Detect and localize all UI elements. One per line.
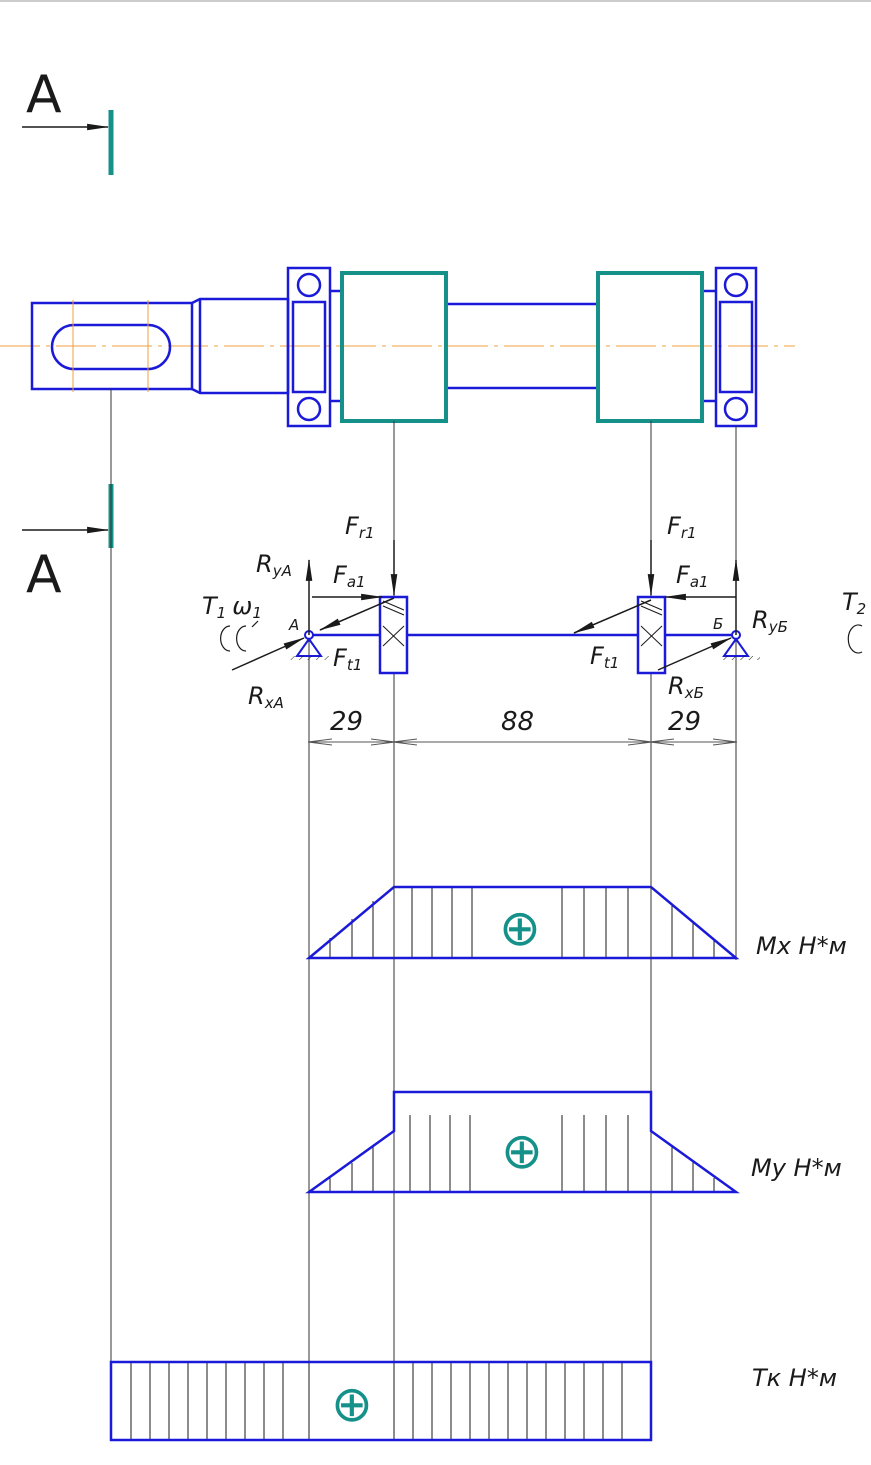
label-ft1-right: Ft1	[590, 642, 619, 672]
tk-sign: ⊕	[331, 1375, 373, 1433]
section-label-bottom: A	[26, 545, 62, 605]
dimension-29-left: 29	[330, 707, 363, 737]
label-fr1-left: Fr1	[345, 512, 375, 542]
gear-right	[596, 271, 704, 423]
keyway-slot	[50, 323, 172, 371]
label-ft1-left: Ft1	[333, 644, 362, 674]
projection-lines	[110, 389, 737, 1362]
my-sign: ⊕	[501, 1122, 543, 1180]
section-marker-bottom: A	[22, 484, 114, 605]
label-ryb: RyБ	[752, 606, 788, 636]
load-scheme	[220, 540, 863, 675]
tk-diagram	[109, 1360, 653, 1442]
section-label-top: A	[26, 65, 62, 125]
label-point-b: Б	[713, 615, 723, 633]
shaft-assembly	[0, 266, 795, 428]
section-marker-top: A	[22, 65, 114, 175]
bearing-left	[286, 266, 332, 428]
dimension-29-right: 29	[668, 707, 701, 737]
mx-sign: ⊕	[499, 899, 541, 957]
label-rxb: RxБ	[668, 672, 704, 702]
bearing-right	[714, 266, 758, 428]
my-diagram	[305, 1090, 740, 1194]
gear-block-left	[378, 595, 409, 675]
label-rya: RyA	[256, 550, 292, 580]
mx-diagram	[305, 885, 740, 960]
label-fa1-right: Fa1	[676, 561, 709, 591]
my-label: My H*м	[751, 1154, 842, 1182]
tk-label: Tк H*м	[752, 1364, 837, 1392]
mx-label: Mx H*м	[756, 932, 847, 960]
label-fa1-left: Fa1	[333, 561, 366, 591]
shaft-input-end	[30, 301, 194, 391]
label-fr1-right: Fr1	[667, 512, 697, 542]
gear-block-right	[636, 595, 667, 675]
label-rxa: RxA	[248, 682, 284, 712]
gear-left	[340, 271, 448, 423]
label-point-a: A	[288, 616, 299, 634]
label-t2: T2	[842, 588, 866, 618]
dimension-88: 88	[501, 707, 534, 737]
